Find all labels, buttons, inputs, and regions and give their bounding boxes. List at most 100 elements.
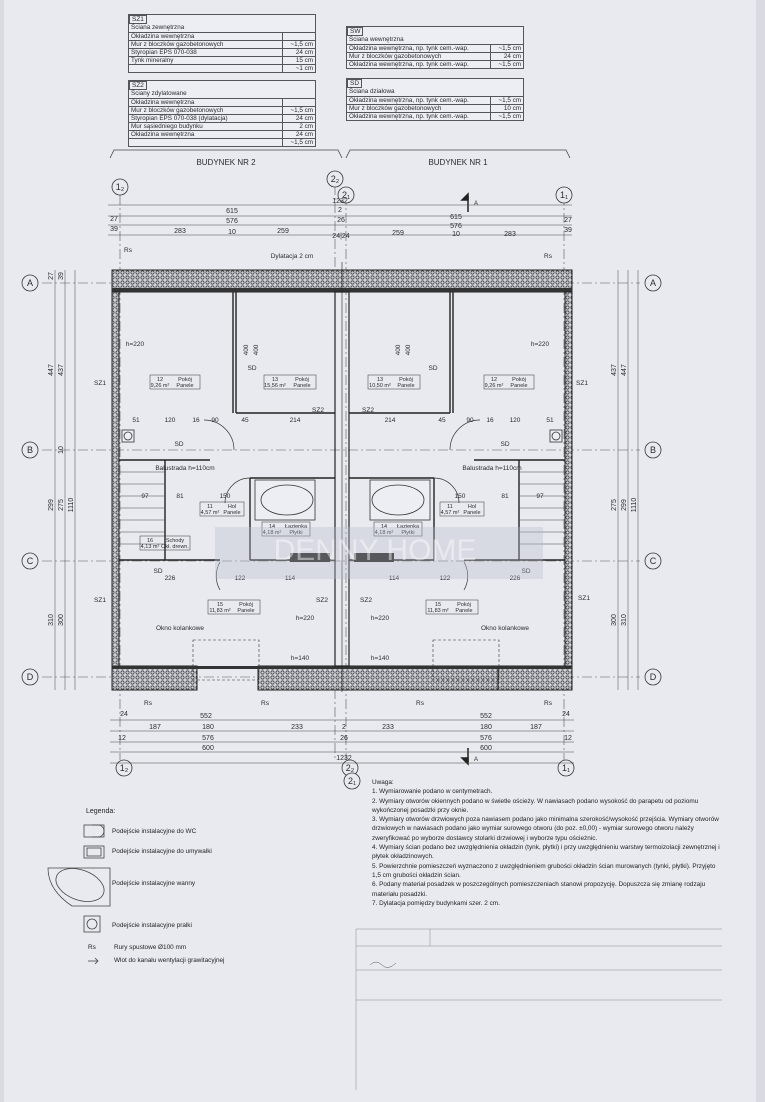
svg-text:Panele: Panele: [455, 608, 472, 614]
dim-label: 24|24: [332, 233, 349, 240]
axis-label-2-1: 2₁: [348, 776, 356, 786]
wall-code: SD: [347, 79, 363, 88]
dim-label: 51: [132, 417, 140, 424]
washer-icon: [121, 429, 563, 443]
axis-label-1-1: 1₁: [562, 763, 570, 773]
svg-text:11: 11: [207, 504, 213, 510]
dim-label: 400: [243, 344, 250, 355]
dim-label: 299: [621, 499, 628, 511]
svg-text:4,57 m²: 4,57 m²: [201, 510, 220, 516]
svg-text:15: 15: [435, 602, 441, 608]
dim-label: 552: [480, 713, 492, 720]
svg-text:4,57 m²: 4,57 m²: [441, 510, 460, 516]
dim-label: 600: [480, 745, 492, 752]
dim-label: 1232: [336, 755, 352, 762]
svg-text:Panele: Panele: [397, 383, 414, 389]
height-label: h=220: [371, 615, 390, 622]
axis-label-2-1: 2₁: [342, 190, 350, 200]
balustrade-label: Balustrada h=110cm: [462, 465, 521, 472]
dim-label: 180: [480, 724, 492, 731]
kitchen-fixtures: [290, 553, 394, 562]
dim-label: 81: [501, 493, 509, 500]
dim-label: 1232: [332, 198, 348, 205]
axis-label-b: B: [650, 445, 656, 455]
dim-label: 24: [120, 711, 128, 718]
dim-label: 400: [405, 344, 412, 355]
section-mark-icon: [460, 192, 469, 766]
dim-label: 600: [202, 745, 214, 752]
dim-label: 576: [480, 735, 492, 742]
svg-text:15: 15: [217, 602, 223, 608]
legend-bath: Podejście instalacyjne wanny: [112, 880, 196, 887]
dim-label: 114: [285, 575, 296, 582]
svg-text:9,26 m²: 9,26 m²: [151, 383, 170, 389]
layer-row: Mur z bloczków gazobetonowych~1,5 cm: [129, 106, 315, 114]
wall-tag: SD: [247, 365, 256, 372]
svg-text:14: 14: [269, 524, 275, 530]
wall-tag: SD: [153, 568, 162, 575]
downpipe-label: Rs: [544, 253, 553, 260]
svg-text:11,83 m²: 11,83 m²: [427, 608, 448, 614]
svg-text:4,13 m²: 4,13 m²: [141, 544, 160, 550]
svg-text:Pokój: Pokój: [512, 377, 526, 383]
axis-label-d: D: [27, 672, 34, 682]
wall-title: Ściany zdylatowane: [131, 90, 187, 97]
svg-text:13: 13: [272, 377, 278, 383]
height-label: h=220: [126, 341, 145, 348]
wall-title: Ściana działowa: [349, 88, 395, 95]
svg-text:Hol: Hol: [228, 504, 236, 510]
wall-code: SZ1: [129, 15, 147, 24]
note-item: 7. Dylatacja pomiędzy budynkami szer. 2 …: [372, 899, 500, 907]
dim-label: 1110: [631, 498, 638, 513]
svg-text:14: 14: [381, 524, 387, 530]
dim-label: 12: [564, 735, 572, 742]
svg-text:Pokój: Pokój: [295, 377, 309, 383]
height-label: h=140: [291, 655, 310, 662]
svg-text:11,83 m²: 11,83 m²: [209, 608, 230, 614]
dim-label: 576: [202, 735, 214, 742]
svg-text:Panele: Panele: [176, 383, 193, 389]
layer-row: ~1 cm: [129, 64, 315, 72]
wall-type-sz1: SZ1 Ściana zewnętrzna Okładzina wewnętrz…: [128, 14, 316, 73]
downpipe-label: Rs: [261, 700, 270, 707]
axis-label-c: C: [650, 556, 657, 566]
dim-label: 150: [455, 493, 466, 500]
dim-label: 120: [510, 417, 521, 424]
wall-type-sw: SW Ściana wewnętrzna Okładzina wewnętrzn…: [346, 26, 524, 69]
dim-label: 275: [58, 499, 65, 511]
wall-type-sd: SD Ściana działowa Okładzina wewnętrzna,…: [346, 78, 524, 121]
watermark-band: [215, 527, 543, 579]
wall-title: Ściana zewnętrzna: [131, 24, 185, 31]
dim-label: 275: [611, 499, 618, 511]
section-label: A: [474, 201, 478, 207]
dim-label: 259: [392, 230, 404, 237]
dim-label: 226: [165, 575, 176, 582]
svg-text:Płytki: Płytki: [401, 530, 414, 536]
bathtub-icon: [47, 867, 111, 907]
wall-tag: SD: [174, 441, 183, 448]
axis-label-1-2: 1₂: [116, 182, 125, 192]
dim-label: 576: [450, 223, 462, 230]
dim-label: 45: [438, 417, 446, 424]
dim-label: 26: [337, 217, 345, 224]
dimension-lines-bottom: [110, 719, 574, 764]
layer-row: Okładzina wewnętrzna: [129, 32, 315, 40]
dim-label: 447: [621, 364, 628, 376]
wall-tag: SD: [500, 441, 509, 448]
svg-text:11: 11: [447, 504, 453, 510]
svg-text:10,50 m²: 10,50 m²: [369, 383, 391, 389]
dim-label: 187: [530, 724, 542, 731]
dimension-lines-top: [108, 204, 572, 236]
dim-label: 400: [253, 344, 260, 355]
dim-label: 27: [48, 272, 55, 280]
dim-label: 39: [58, 272, 65, 280]
svg-text:Łazienka: Łazienka: [285, 524, 308, 530]
